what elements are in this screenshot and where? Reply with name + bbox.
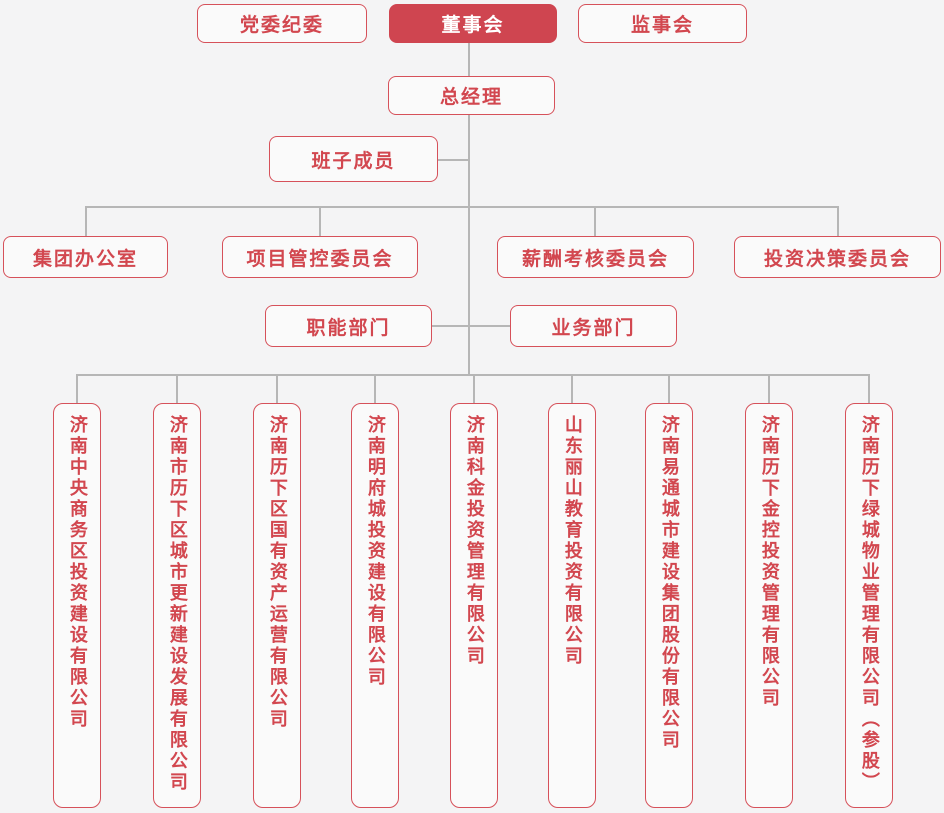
connector-line bbox=[85, 206, 839, 208]
connector-line bbox=[571, 374, 573, 403]
node-company-7: 济南易通城市建设集团股份有限公司 bbox=[645, 403, 693, 808]
connector-line bbox=[837, 206, 839, 236]
connector-line bbox=[473, 374, 475, 403]
connector-line bbox=[468, 115, 470, 376]
node-label: 业务部门 bbox=[551, 317, 636, 339]
node-label: 监事会 bbox=[630, 15, 694, 36]
node-label: 项目管控委员会 bbox=[246, 248, 394, 270]
node-group-office: 集团办公室 bbox=[3, 236, 168, 278]
node-company-2: 济南市历下区城市更新建设发展有限公司 bbox=[153, 403, 201, 808]
company-name: 济南中央商务区投资建设有限公司 bbox=[67, 415, 88, 730]
node-supervisory-board: 监事会 bbox=[578, 4, 747, 43]
node-company-3: 济南历下区国有资产运营有限公司 bbox=[253, 403, 301, 808]
node-investment-decision-committee: 投资决策委员会 bbox=[734, 236, 941, 278]
node-company-8: 济南历下金控投资管理有限公司 bbox=[745, 403, 793, 808]
company-name: 济南科金投资管理有限公司 bbox=[464, 415, 485, 667]
company-name: 济南明府城投资建设有限公司 bbox=[365, 415, 386, 688]
node-company-5: 济南科金投资管理有限公司 bbox=[450, 403, 498, 808]
connector-line bbox=[374, 374, 376, 403]
node-business-departments: 业务部门 bbox=[510, 305, 677, 347]
connector-line bbox=[276, 374, 278, 403]
node-project-control-committee: 项目管控委员会 bbox=[222, 236, 418, 278]
connector-line bbox=[76, 374, 869, 376]
connector-line bbox=[768, 374, 770, 403]
node-compensation-assessment-committee: 薪酬考核委员会 bbox=[497, 236, 694, 278]
connector-line bbox=[76, 374, 78, 403]
company-name: 济南历下金控投资管理有限公司 bbox=[759, 415, 780, 709]
connector-line bbox=[319, 206, 321, 236]
node-company-4: 济南明府城投资建设有限公司 bbox=[351, 403, 399, 808]
node-label: 投资决策委员会 bbox=[763, 248, 911, 270]
node-label: 职能部门 bbox=[306, 317, 391, 339]
node-general-manager: 总经理 bbox=[388, 76, 555, 115]
company-name: 济南历下区国有资产运营有限公司 bbox=[267, 415, 288, 730]
node-company-6: 山东丽山教育投资有限公司 bbox=[548, 403, 596, 808]
connector-line bbox=[868, 374, 870, 403]
company-name: 济南历下绿城物业管理有限公司（参股） bbox=[859, 415, 880, 793]
node-label: 党委纪委 bbox=[239, 15, 324, 36]
node-company-9: 济南历下绿城物业管理有限公司（参股） bbox=[845, 403, 893, 808]
node-functional-departments: 职能部门 bbox=[265, 305, 432, 347]
node-label: 班子成员 bbox=[311, 150, 396, 172]
node-label: 总经理 bbox=[439, 87, 503, 108]
node-party-discipline-committee: 党委纪委 bbox=[197, 4, 367, 43]
node-label: 薪酬考核委员会 bbox=[521, 248, 669, 270]
connector-line bbox=[176, 374, 178, 403]
connector-line bbox=[438, 159, 469, 161]
company-name: 济南市历下区城市更新建设发展有限公司 bbox=[167, 415, 188, 793]
node-team-members: 班子成员 bbox=[269, 136, 438, 182]
connector-line bbox=[432, 325, 469, 327]
connector-line bbox=[594, 206, 596, 236]
connector-line bbox=[85, 206, 87, 236]
node-label: 集团办公室 bbox=[32, 248, 138, 270]
connector-line bbox=[468, 43, 470, 76]
node-label: 董事会 bbox=[441, 15, 505, 36]
connector-line bbox=[470, 325, 510, 327]
company-name: 山东丽山教育投资有限公司 bbox=[562, 415, 583, 667]
connector-line bbox=[668, 374, 670, 403]
node-board-of-directors: 董事会 bbox=[389, 4, 557, 43]
node-company-1: 济南中央商务区投资建设有限公司 bbox=[53, 403, 101, 808]
company-name: 济南易通城市建设集团股份有限公司 bbox=[659, 415, 680, 751]
